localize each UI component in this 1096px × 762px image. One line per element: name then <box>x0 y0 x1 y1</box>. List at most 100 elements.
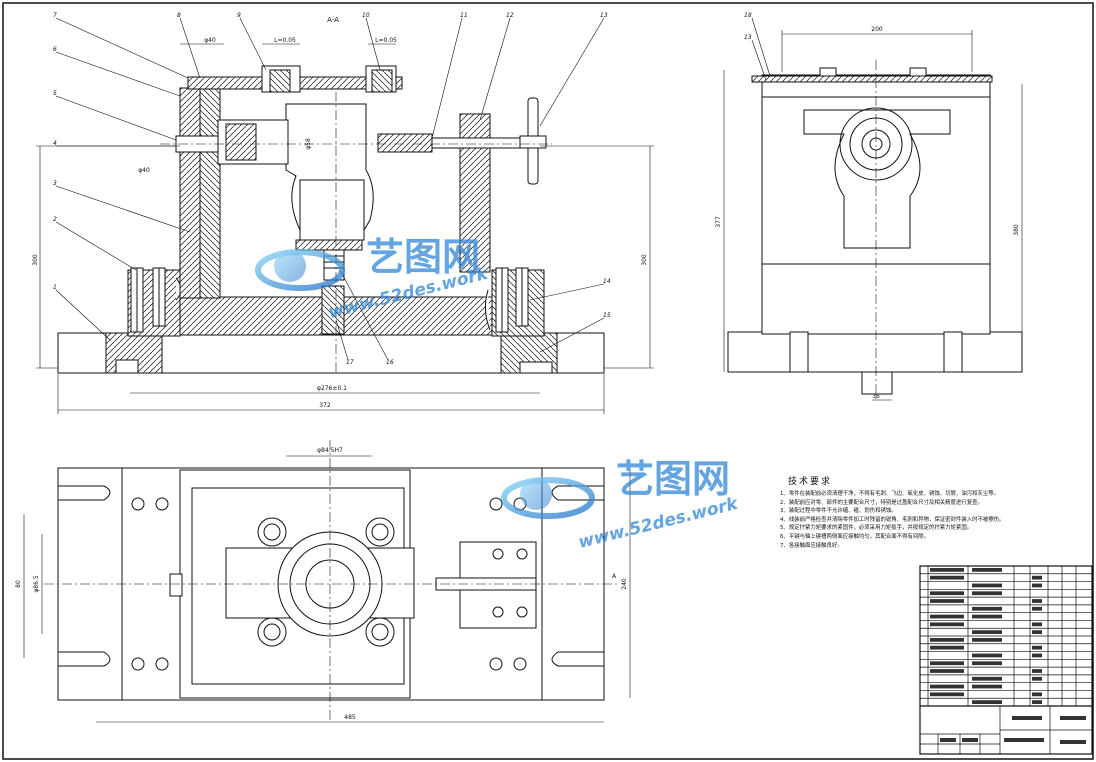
dim-front-width: 372 <box>319 402 331 409</box>
title-block-cell-fill <box>1032 645 1042 650</box>
title-block <box>919 565 1093 755</box>
title-block-cell-fill <box>1032 630 1042 634</box>
dim-side-height-left: 377 <box>715 216 722 228</box>
dim-plan-width: 485 <box>344 714 356 721</box>
dim-fit-small: φ40 <box>138 167 150 174</box>
dim-front-height-right: 300 <box>641 254 648 266</box>
view-arrow-label: A <box>612 573 617 580</box>
title-block-cell-fill <box>940 738 956 742</box>
balloon-13b: 13 <box>744 34 752 41</box>
dim-fit-left: φ40 <box>204 37 216 44</box>
balloon-5: 5 <box>53 90 57 97</box>
title-block-fills <box>930 568 1086 744</box>
title-block-cell-fill <box>930 645 964 650</box>
balloon-2: 2 <box>53 216 57 223</box>
dim-side-top: 200 <box>871 26 883 33</box>
title-block-cell-fill <box>930 684 964 689</box>
balloon-9: 9 <box>237 12 241 19</box>
requirement-line: 7、各接触面应接触良好。 <box>780 542 843 549</box>
title-block-cell-fill <box>1032 669 1042 673</box>
title-block-cell-fill <box>930 599 964 603</box>
balloon-11: 11 <box>460 12 468 19</box>
title-block-cell-fill <box>972 653 1002 658</box>
plan-dimensions <box>23 455 631 723</box>
dim-front-height-left: 300 <box>32 254 39 266</box>
dim-side-bottom: 36 <box>872 393 880 400</box>
title-block-cell-fill <box>1032 692 1042 697</box>
front-section-view <box>57 65 605 374</box>
dim-fit-center: φ58 <box>305 138 312 150</box>
title-block-cell-fill <box>1032 583 1042 588</box>
balloon-13: 13 <box>600 12 608 19</box>
requirement-line: 2、装配前应对零、部件的主要配合尺寸，特别是过盈配合尺寸及相关精度进行复查。 <box>780 499 983 506</box>
title-block-cell-fill <box>1032 622 1042 627</box>
title-block-cell-fill <box>972 583 1002 588</box>
side-dimension-texts: 200 377 380 36 18 13 <box>715 12 1020 400</box>
side-view <box>727 60 1023 400</box>
title-block-cell-fill <box>930 614 964 619</box>
title-block-cell-fill <box>1004 738 1044 742</box>
dim-tol-a: L=0.05 <box>274 37 296 44</box>
balloon-15: 15 <box>603 312 611 319</box>
front-dimension-texts: 372 φ276±0.1 300 300 L=0.05 L=0.05 φ40 φ… <box>32 16 648 409</box>
title-block-cell-fill <box>972 614 1002 619</box>
balloon-18: 18 <box>744 12 752 19</box>
title-block-cell-fill <box>1012 716 1042 720</box>
title-block-cell-fill <box>1032 653 1042 658</box>
title-block-cell-fill <box>930 692 964 697</box>
balloon-8: 8 <box>177 12 181 19</box>
title-block-cell-fill <box>972 568 1002 572</box>
requirement-line: 6、平键与轴上键槽两侧面应接触均匀，其配合面不得有间隙。 <box>780 533 929 540</box>
part-balloons: 7 6 5 4 3 2 1 8 9 10 11 12 13 14 15 17 1… <box>53 12 611 366</box>
title-block-cell-fill <box>930 591 964 596</box>
balloon-4: 4 <box>53 140 57 147</box>
plan-dimension-texts: φ84.5H7 485 240 80 φ86.5 A <box>15 447 628 721</box>
balloon-6: 6 <box>53 46 57 53</box>
title-block-cell-fill <box>972 638 1002 642</box>
title-block-cell-fill <box>1060 716 1086 720</box>
title-block-cell-fill <box>972 606 1002 611</box>
leader-lines <box>55 17 605 361</box>
dim-plan-left-inner: φ86.5 <box>33 575 40 593</box>
balloon-10: 10 <box>362 12 370 19</box>
dim-plan-height: 240 <box>621 578 628 590</box>
balloon-7: 7 <box>53 12 57 19</box>
balloon-14: 14 <box>603 278 611 285</box>
section-label: A-A <box>327 16 339 24</box>
title-block-cell-fill <box>1060 740 1086 744</box>
title-block-cell-fill <box>972 630 1002 634</box>
watermark-brand: 艺图网 <box>366 235 480 279</box>
technical-requirements: 技术要求 1、零件在装配前必须清理干净，不得有毛刺、飞边、氧化皮、锈蚀、切屑、油… <box>780 474 1090 550</box>
dim-front-inner: φ276±0.1 <box>317 385 347 392</box>
title-block-cell-fill <box>930 575 964 580</box>
requirement-line: 4、线装前严格检查并清除零件加工时残留的锐角、毛刺和异物，保证密封件装入时不被擦… <box>780 516 1005 523</box>
title-block-cell-fill <box>1032 700 1042 704</box>
title-block-cell-fill <box>1032 575 1042 580</box>
balloon-12: 12 <box>506 12 514 19</box>
balloon-1: 1 <box>53 284 57 291</box>
dim-plan-top: φ84.5H7 <box>317 447 343 454</box>
title-block-cell-fill <box>972 661 1002 666</box>
dim-tol-b: L=0.05 <box>375 37 397 44</box>
title-block-cell-fill <box>930 622 964 627</box>
side-dimensions <box>723 17 1023 401</box>
dim-plan-left-outer: 80 <box>15 580 22 588</box>
title-block-cell-fill <box>1032 599 1042 603</box>
requirement-line: 3、装配过程中零件不允许磕、碰、划伤和锈蚀。 <box>780 508 897 515</box>
title-block-cell-fill <box>1032 606 1042 611</box>
title-block-cell-fill <box>972 700 1002 704</box>
requirement-line: 5、规定拧紧力矩要求的紧固件，必须采用力矩扳手，并按规定的拧紧力矩紧固。 <box>780 525 973 532</box>
dim-side-height-right: 380 <box>1013 224 1020 236</box>
title-block-cell-fill <box>972 684 1002 689</box>
title-block-cell-fill <box>972 591 1002 596</box>
title-block-cell-fill <box>930 638 964 642</box>
balloon-3: 3 <box>53 180 57 187</box>
title-block-cell-fill <box>972 676 1002 681</box>
watermark-brand-2: 艺图网 <box>616 457 730 501</box>
balloon-16: 16 <box>386 359 394 366</box>
requirement-line: 1、零件在装配前必须清理干净，不得有毛刺、飞边、氧化皮、锈蚀、切屑、油污和灰尘等… <box>780 491 1000 497</box>
title-block-cell-fill <box>930 661 964 666</box>
requirements-title: 技术要求 <box>788 477 833 487</box>
